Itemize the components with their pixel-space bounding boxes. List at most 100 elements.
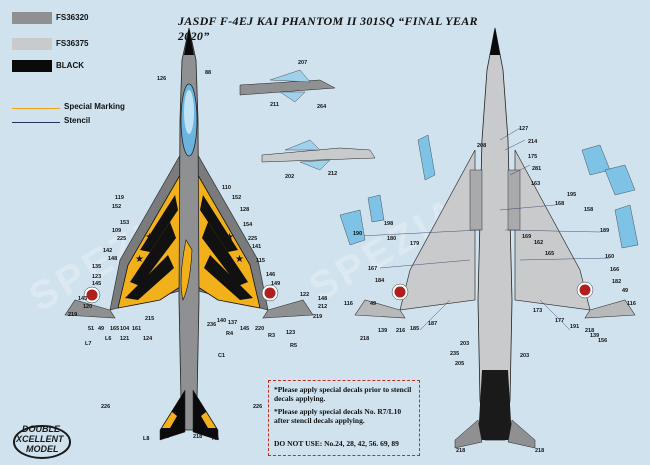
svg-text:158: 158 bbox=[584, 207, 593, 213]
svg-text:116: 116 bbox=[627, 301, 636, 307]
svg-text:88: 88 bbox=[205, 70, 211, 76]
svg-text:C1: C1 bbox=[218, 353, 225, 359]
svg-text:218: 218 bbox=[193, 434, 202, 440]
bottom-view-aircraft bbox=[354, 27, 636, 449]
svg-text:128: 128 bbox=[240, 207, 249, 213]
logo-line-1: DOUBLE bbox=[22, 424, 60, 434]
svg-text:126: 126 bbox=[157, 76, 166, 82]
svg-text:166: 166 bbox=[610, 267, 619, 273]
svg-text:110: 110 bbox=[222, 185, 231, 191]
detail-view-labels: 207 211 264 202 212 bbox=[270, 60, 337, 180]
svg-text:127: 127 bbox=[519, 126, 528, 132]
svg-text:148: 148 bbox=[318, 296, 327, 302]
top-view-aircraft: ★ ★ ★ ★ bbox=[64, 27, 314, 441]
svg-text:225: 225 bbox=[117, 236, 126, 242]
color-code-fs36375: FS36375 bbox=[56, 39, 89, 48]
svg-text:165: 165 bbox=[110, 326, 119, 332]
svg-text:142: 142 bbox=[103, 248, 112, 254]
svg-text:120: 120 bbox=[83, 304, 92, 310]
svg-text:R6: R6 bbox=[212, 436, 219, 442]
svg-text:152: 152 bbox=[232, 195, 241, 201]
svg-text:121: 121 bbox=[120, 336, 129, 342]
svg-text:149: 149 bbox=[271, 281, 280, 287]
svg-text:★: ★ bbox=[225, 232, 234, 243]
svg-text:218: 218 bbox=[360, 336, 369, 342]
svg-text:220: 220 bbox=[255, 326, 264, 332]
svg-text:L8: L8 bbox=[143, 436, 149, 442]
logo-line-3: MODEL bbox=[26, 444, 59, 454]
svg-text:281: 281 bbox=[532, 166, 541, 172]
color-code-fs36320: FS36320 bbox=[56, 13, 89, 22]
svg-text:123: 123 bbox=[286, 330, 295, 336]
svg-text:★: ★ bbox=[145, 232, 154, 243]
svg-text:49: 49 bbox=[98, 326, 104, 332]
svg-text:165: 165 bbox=[545, 251, 554, 257]
svg-text:177: 177 bbox=[555, 318, 564, 324]
svg-text:137: 137 bbox=[228, 320, 237, 326]
svg-text:156: 156 bbox=[598, 338, 607, 344]
svg-text:119: 119 bbox=[115, 195, 124, 201]
svg-text:R5: R5 bbox=[290, 343, 297, 349]
svg-text:225: 225 bbox=[248, 236, 257, 242]
svg-text:264: 264 bbox=[317, 104, 327, 110]
svg-text:202: 202 bbox=[285, 174, 294, 180]
svg-text:184: 184 bbox=[375, 278, 385, 284]
svg-text:104: 104 bbox=[120, 326, 130, 332]
svg-text:215: 215 bbox=[145, 316, 154, 322]
svg-text:49: 49 bbox=[370, 301, 376, 307]
svg-text:154: 154 bbox=[243, 222, 253, 228]
svg-text:190: 190 bbox=[353, 231, 362, 237]
svg-text:51: 51 bbox=[88, 326, 94, 332]
svg-text:179: 179 bbox=[410, 241, 419, 247]
svg-text:187: 187 bbox=[428, 321, 437, 327]
instruction-notes: *Please apply special decals prior to st… bbox=[268, 380, 420, 456]
svg-text:212: 212 bbox=[318, 304, 327, 310]
svg-text:139: 139 bbox=[378, 328, 387, 334]
note-r7-l10: *Please apply special decals No. R7/L10 … bbox=[274, 407, 402, 425]
svg-text:143: 143 bbox=[78, 296, 87, 302]
svg-text:140: 140 bbox=[217, 318, 226, 324]
svg-text:219: 219 bbox=[313, 314, 322, 320]
svg-text:236: 236 bbox=[207, 322, 216, 328]
note-special-decals: *Please apply special decals prior to st… bbox=[274, 385, 412, 403]
svg-text:169: 169 bbox=[522, 234, 531, 240]
svg-text:R3: R3 bbox=[268, 333, 275, 339]
svg-text:235: 235 bbox=[450, 351, 459, 357]
svg-text:139: 139 bbox=[590, 333, 599, 339]
svg-text:★: ★ bbox=[135, 254, 144, 265]
logo-line-2: XCELLENT bbox=[16, 434, 64, 444]
svg-text:148: 148 bbox=[108, 256, 117, 262]
svg-text:216: 216 bbox=[396, 328, 405, 334]
svg-text:205: 205 bbox=[455, 361, 464, 367]
special-marking-label: Special Marking bbox=[64, 102, 125, 111]
svg-text:211: 211 bbox=[270, 102, 279, 108]
svg-text:116: 116 bbox=[344, 301, 353, 307]
svg-text:135: 135 bbox=[92, 264, 101, 270]
svg-text:123: 123 bbox=[92, 274, 101, 280]
svg-text:198: 198 bbox=[384, 221, 393, 227]
stencil-line bbox=[12, 122, 60, 123]
svg-text:162: 162 bbox=[534, 240, 543, 246]
svg-text:49: 49 bbox=[622, 288, 628, 294]
svg-text:218: 218 bbox=[160, 434, 169, 440]
svg-text:189: 189 bbox=[600, 228, 609, 234]
svg-text:212: 212 bbox=[328, 171, 337, 177]
svg-text:218: 218 bbox=[585, 328, 594, 334]
svg-text:185: 185 bbox=[410, 326, 419, 332]
svg-text:207: 207 bbox=[298, 60, 307, 66]
detail-views bbox=[239, 69, 639, 249]
svg-text:152: 152 bbox=[112, 204, 121, 210]
svg-text:218: 218 bbox=[535, 448, 544, 454]
stencil-label: Stencil bbox=[64, 116, 91, 125]
svg-text:203: 203 bbox=[520, 353, 529, 359]
svg-text:175: 175 bbox=[528, 154, 537, 160]
svg-text:182: 182 bbox=[612, 279, 621, 285]
brand-logo: DOUBLE XCELLENT MODEL bbox=[12, 420, 76, 460]
svg-text:★: ★ bbox=[235, 254, 244, 265]
svg-text:153: 153 bbox=[120, 220, 129, 226]
svg-text:203: 203 bbox=[460, 341, 469, 347]
svg-text:160: 160 bbox=[605, 254, 614, 260]
svg-text:109: 109 bbox=[112, 228, 121, 234]
